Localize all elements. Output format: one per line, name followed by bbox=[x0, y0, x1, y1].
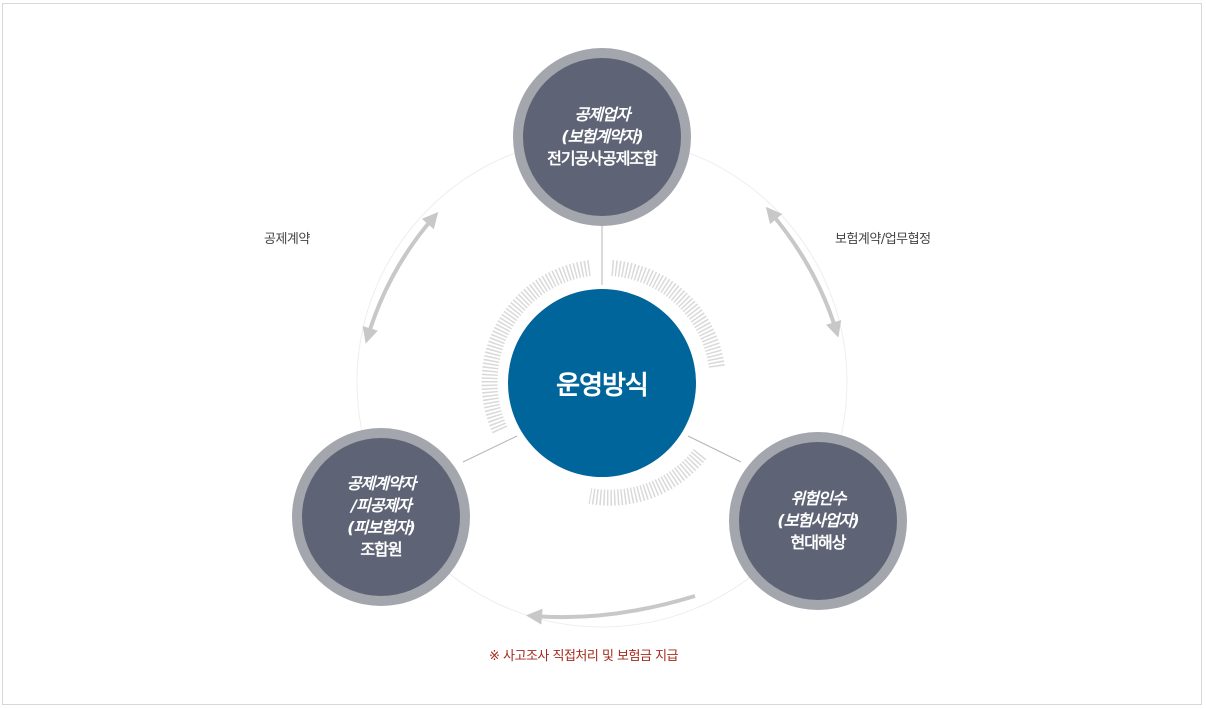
left-node: 공제계약자 /피공제자 (피보험자) 조합원 bbox=[302, 438, 460, 596]
left-arc-arrow bbox=[362, 211, 439, 344]
left-node-disc bbox=[302, 438, 460, 596]
connector-right bbox=[687, 435, 742, 463]
bottom-arc-arrow bbox=[526, 594, 696, 625]
right-arc-label: 보험계약/업무협정 bbox=[835, 232, 931, 247]
connector-left bbox=[462, 435, 518, 463]
top-node-line-1: 공제업자 bbox=[574, 105, 631, 124]
left-node-line-4: 조합원 bbox=[360, 540, 402, 559]
center-circle bbox=[508, 289, 696, 477]
right-node-disc bbox=[739, 442, 897, 600]
right-arc-arrow bbox=[765, 206, 842, 338]
diagram-frame bbox=[2, 3, 1202, 705]
right-node-line-3: 현대해상 bbox=[790, 533, 847, 552]
left-node-line-1: 공제계약자 bbox=[346, 474, 417, 493]
top-node-line-2: (보험계약자) bbox=[561, 127, 643, 146]
top-node-disc bbox=[523, 58, 681, 216]
bottom-arc-note: ※ 사고조사 직접처리 및 보험금 지급 bbox=[489, 649, 679, 664]
top-node-line-3: 전기공사공제조합 bbox=[547, 149, 658, 168]
left-node-line-3: (피보험자) bbox=[347, 518, 416, 537]
center-label: 운영방식 bbox=[556, 370, 649, 401]
center-hatch-ring bbox=[481, 260, 725, 506]
top-node: 공제업자 (보험계약자) 전기공사공제조합 bbox=[523, 58, 681, 216]
left-arc-label: 공제계약 bbox=[264, 232, 310, 247]
left-node-line-2: /피공제자 bbox=[351, 496, 412, 515]
right-node-line-1: 위험인수 bbox=[790, 489, 847, 508]
right-node: 위험인수 (보험사업자) 현대해상 bbox=[739, 442, 897, 600]
right-node-line-2: (보험사업자) bbox=[777, 511, 859, 530]
